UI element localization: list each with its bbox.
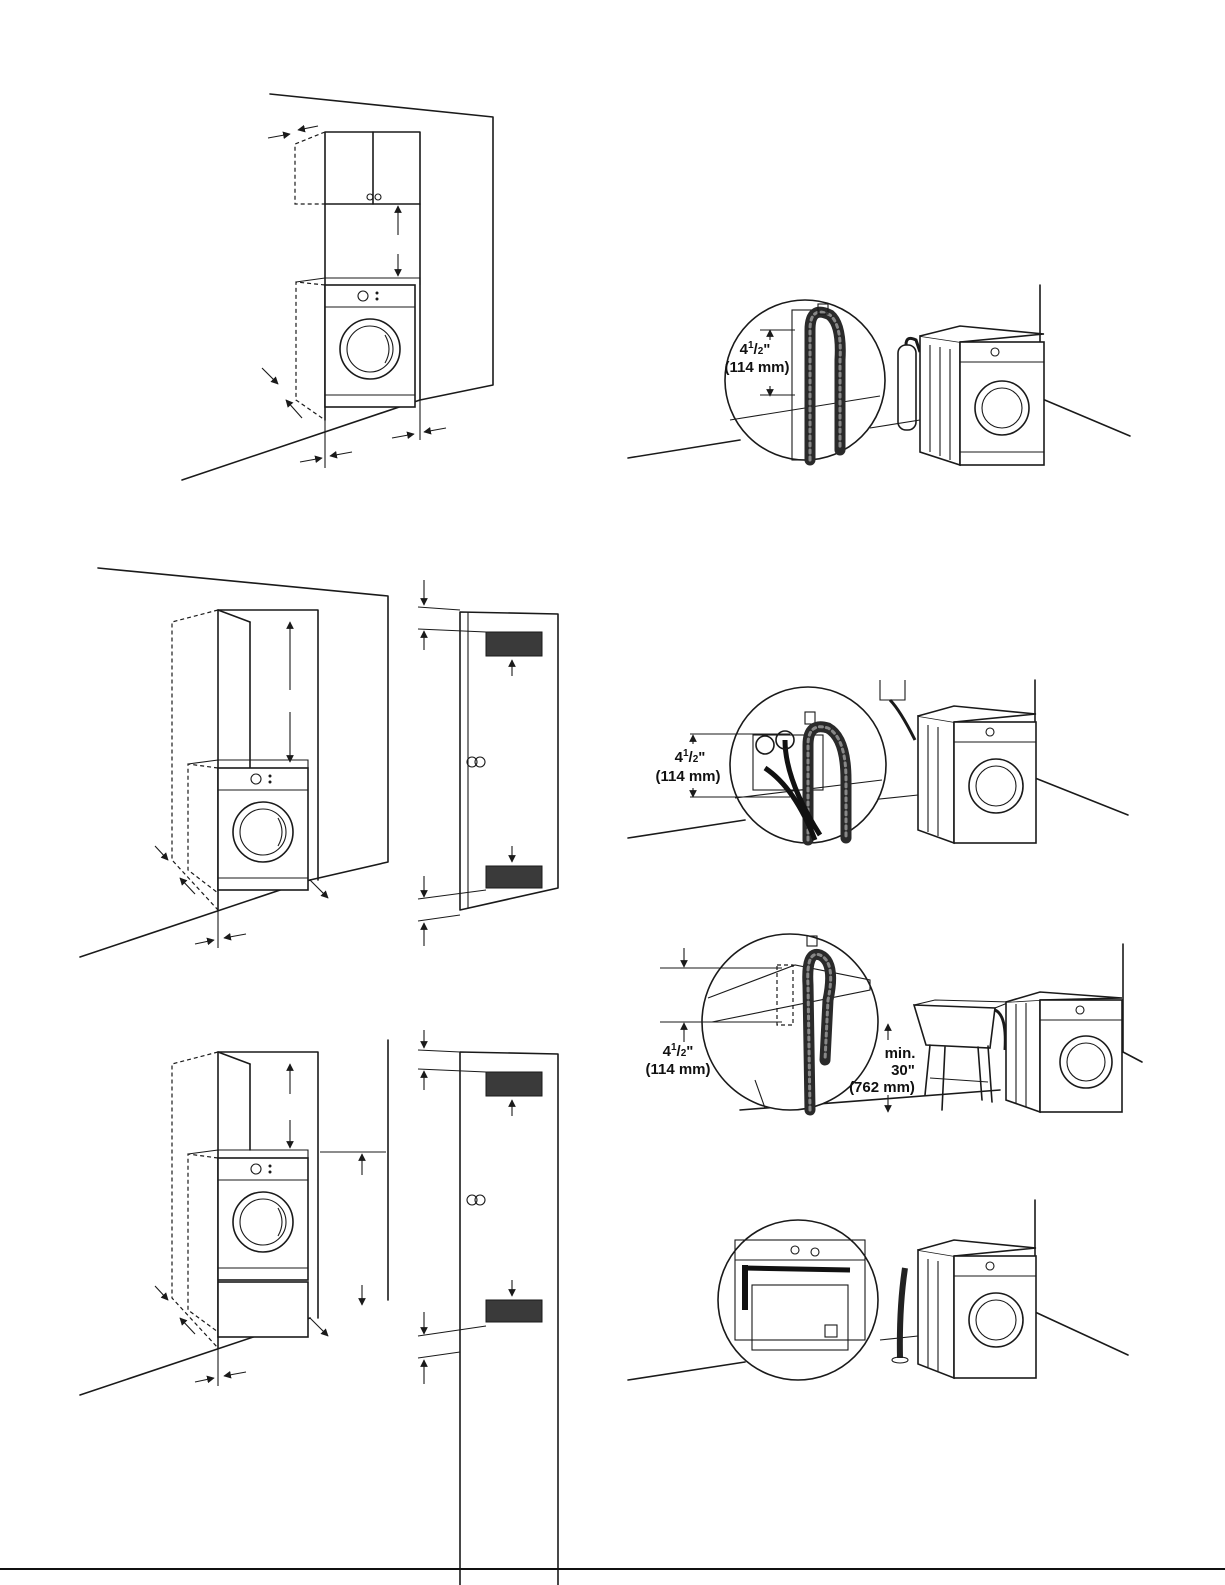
wall-box-metric-label: (114 mm) — [655, 768, 720, 785]
closet-vented-door-figure — [80, 568, 558, 957]
washer-cabinet-clearance-figure — [182, 94, 493, 480]
standpipe-metric-label: (114 mm) — [724, 359, 789, 376]
wall-box-height-label: 41/2" — [675, 748, 706, 766]
page-bottom-rule — [0, 1568, 1225, 1570]
min-metric-label: (762 mm) — [849, 1079, 915, 1096]
standpipe-height-label: 41/2" — [740, 340, 771, 358]
laundry-tub-drain-figure: 41/2" (114 mm) min. 30" (762 mm) — [645, 934, 1142, 1112]
floor-drain-figure — [628, 1200, 1128, 1380]
min-value-label: 30" — [891, 1062, 915, 1079]
wall-box-drain-figure: 41/2" (114 mm) — [628, 680, 1128, 843]
closet-pedestal-figure — [80, 1030, 558, 1585]
tub-height-label: 41/2" — [663, 1042, 694, 1060]
standpipe-drain-figure: 41/2" (114 mm) — [628, 285, 1130, 465]
min-label: min. — [885, 1045, 916, 1062]
tub-metric-label: (114 mm) — [645, 1061, 710, 1078]
